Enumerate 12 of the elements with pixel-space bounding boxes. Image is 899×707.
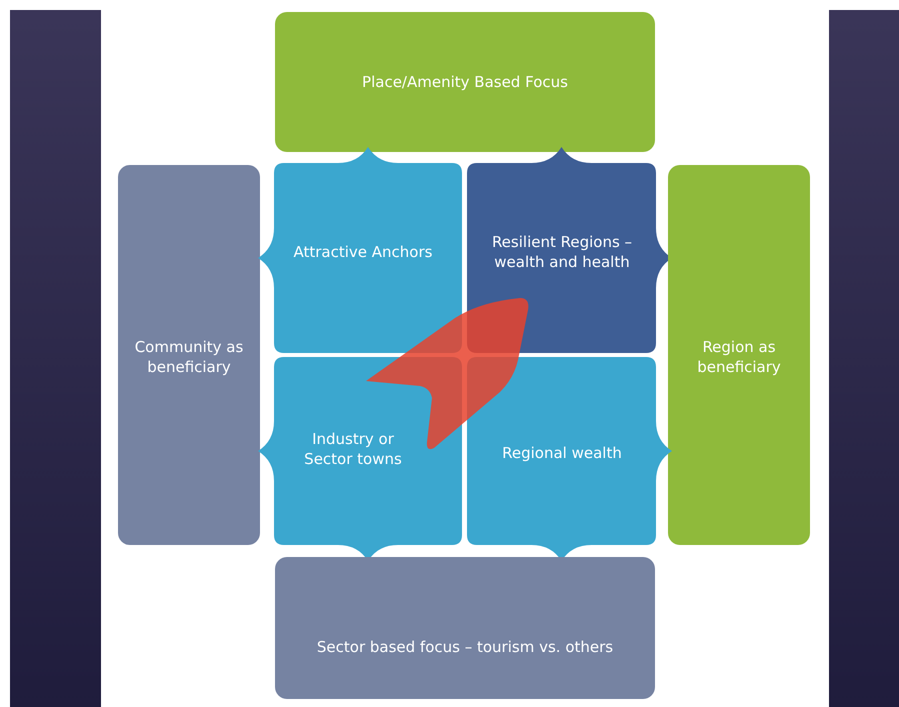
band-box (275, 12, 655, 152)
quadrant-label: Industry or Sector towns (303, 429, 403, 469)
band-label: Sector based focus – tourism vs. others (316, 637, 614, 657)
band-box (668, 165, 810, 545)
band-label: Place/Amenity Based Focus (361, 72, 569, 92)
quadrant-label: Resilient Regions – wealth and health (490, 232, 634, 272)
band-label: Region as beneficiary (696, 337, 782, 377)
quadrant-label: Attractive Anchors (292, 242, 434, 262)
band-box (275, 557, 655, 699)
band-box (118, 165, 260, 545)
band-label: Community as beneficiary (134, 337, 244, 377)
quadrant-label: Regional wealth (501, 443, 623, 463)
